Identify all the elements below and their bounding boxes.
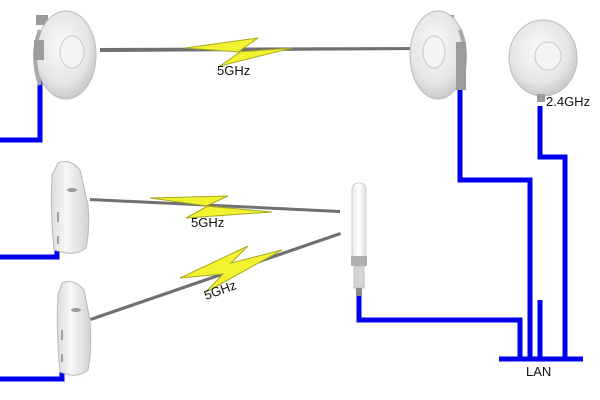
cable-lower-left — [0, 368, 65, 382]
cable-top-left — [0, 60, 43, 143]
dish-antenna-icon — [508, 19, 578, 102]
beam-middle — [90, 198, 340, 213]
wireless-beams — [90, 47, 420, 321]
panel-antenna-icon — [50, 161, 90, 254]
lightning-icon — [149, 195, 273, 219]
cable-24ghz-dish — [537, 106, 568, 360]
link-label-lower: 5GHz — [202, 277, 238, 302]
dish-band-label: 2.4GHz — [546, 94, 590, 109]
omni-antenna-icon — [351, 182, 367, 296]
lightning-bolts — [149, 37, 293, 293]
lightning-icon — [184, 37, 293, 67]
dish-antenna-icon — [33, 10, 97, 100]
lan-label: LAN — [526, 364, 551, 379]
panel-antenna-icon — [56, 281, 92, 376]
cable-right-dish — [457, 90, 533, 360]
cable-middle-left — [0, 230, 60, 260]
link-label-top: 5GHz — [217, 63, 250, 78]
beam-top — [100, 47, 420, 52]
dish-antenna-icon — [409, 10, 467, 100]
cable-omni — [356, 296, 523, 358]
beam-lower — [90, 232, 341, 321]
lightning-icon — [179, 245, 283, 293]
link-label-middle: 5GHz — [191, 215, 224, 230]
cables — [0, 60, 583, 382]
